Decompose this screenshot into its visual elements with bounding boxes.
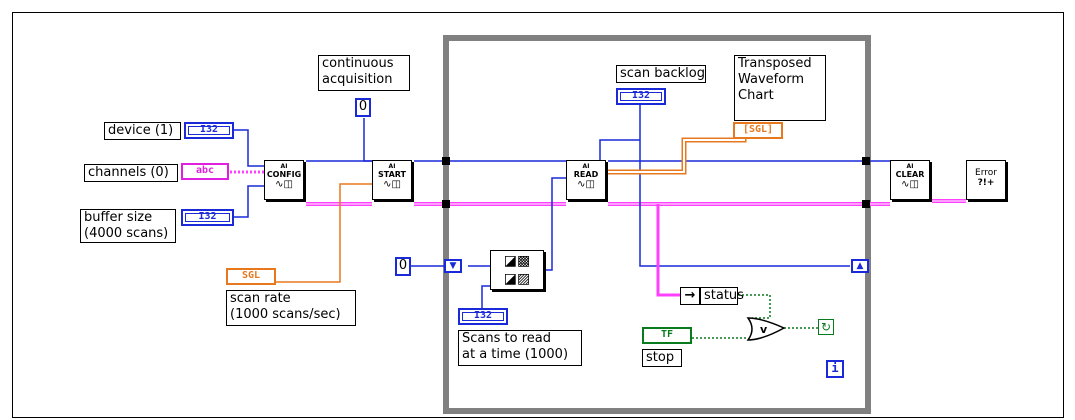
waveform-icon: ∿◫ [901,179,919,190]
scan-rate-label: scan rate (1000 scans/sec) [226,290,356,326]
waveform-icon: ∿◫ [275,179,293,190]
scan-backlog-terminal: I32 [616,88,666,105]
waveform-icon: ∿◫ [577,179,595,190]
error-handler-subvi[interactable]: Error ?!+ [966,160,1006,200]
stop-terminal[interactable]: TF [642,327,692,344]
continuous-wire [363,118,372,162]
iteration-terminal: i [826,360,844,378]
shift-register-right: ▲ [851,259,869,273]
buffer-size-label: buffer size (4000 scans) [80,209,176,243]
shift-register-left: ▼ [444,259,462,273]
waveform-icon: ∿◫ [383,179,401,190]
tunnel-error-out [862,200,870,208]
chart-wire [608,136,747,175]
select-node-icon-2: ◪▨ [503,271,531,287]
ai-config-top: AI [280,163,288,170]
or-gate [746,317,786,341]
ai-read-subvi[interactable]: AI READ ∿◫ [566,160,606,200]
device-terminal[interactable]: I32 [184,122,234,139]
ai-start-subvi[interactable]: AI START ∿◫ [372,160,412,200]
buffer-wire [234,185,264,218]
ai-config-subvi[interactable]: AI CONFIG ∿◫ [264,160,304,200]
scan-backlog-label: scan backlog [616,65,706,83]
error-handler-text: Error [975,168,997,178]
loop-condition-icon: ↻ [818,319,834,335]
buffer-size-terminal[interactable]: I32 [181,209,234,226]
ai-read-top: AI [582,163,590,170]
continuous-acquisition-terminal[interactable]: 0 [355,98,371,117]
status-label: status [700,287,744,305]
scan-rate-terminal[interactable]: SGL [226,268,276,285]
tunnel-taskid-out [862,157,870,165]
continuous-acquisition-label: continuous acquisition [318,55,410,91]
select-function-node[interactable]: ◪▩ ◪▨ [490,250,544,290]
ai-config-name: CONFIG [266,170,302,179]
tunnel-taskid-in [442,157,450,165]
status-branch [656,204,680,297]
select-node-icon: ◪▩ [503,253,531,269]
svg-text:v: v [760,323,768,336]
tunnel-error-in [442,200,450,208]
ai-clear-name: CLEAR [895,170,925,179]
scanrate-wire [276,183,372,283]
status-wire [738,294,771,319]
shift-to-read [545,177,566,271]
ai-start-name: START [377,170,407,179]
ai-start-top: AI [388,163,396,170]
ai-read-name: READ [573,170,599,179]
stop-label: stop [642,349,682,367]
diagram-frame [12,12,1064,418]
error-wire-inner [306,200,966,205]
chart-terminal: [SGL] [733,122,783,139]
scans-to-read-label: Scans to read at a time (1000) [458,330,582,366]
device-wire [234,129,264,167]
channels-label: channels (0) [84,164,178,182]
error-handler-symbols: ?!+ [977,178,995,188]
device-label: device (1) [104,122,181,140]
read-init-terminal[interactable]: 0 [395,257,411,276]
ai-clear-top: AI [906,163,914,170]
status-unbundle: → [680,287,700,305]
scans-to-read-terminal[interactable]: I32 [458,308,508,325]
ai-clear-subvi[interactable]: AI CLEAR ∿◫ [890,160,930,200]
while-loop-border [443,35,871,414]
backlog-wire-2 [599,139,640,167]
channels-terminal[interactable]: abc [181,163,229,180]
transposed-chart-label: Transposed Waveform Chart [734,55,826,121]
backlog-wire [639,105,850,267]
